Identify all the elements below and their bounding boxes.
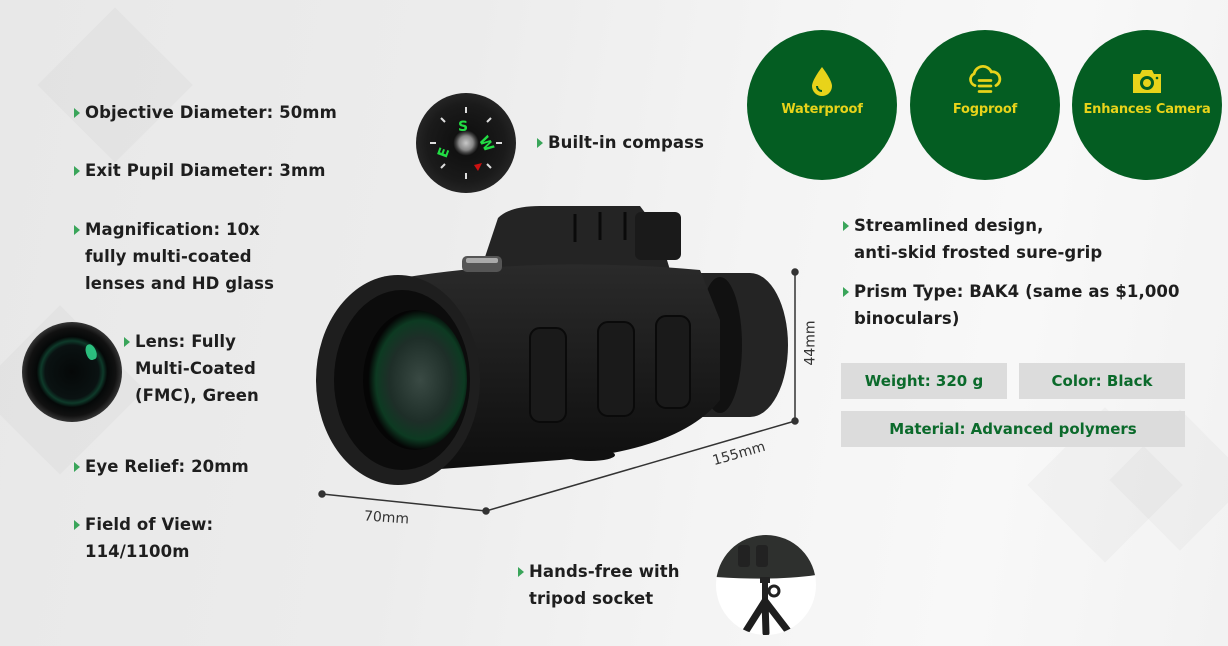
spec-exit-pupil: Exit Pupil Diameter: 3mm [74, 157, 326, 184]
spec-lens: Lens: Fully Multi-Coated (FMC), Green [124, 328, 259, 409]
chip-weight: Weight: 320 g [841, 363, 1007, 399]
feature-badge-enhances-camera: Enhances Camera [1072, 30, 1222, 180]
lens-glare [83, 342, 99, 362]
bullet-arrow-icon [74, 166, 80, 176]
bullet-arrow-icon [74, 108, 80, 118]
spec-magnification: Magnification: 10x fully multi-coated le… [74, 216, 274, 297]
bullet-arrow-icon [537, 138, 543, 148]
spec-objective-diameter: Objective Diameter: 50mm [74, 99, 337, 126]
svg-text:E: E [435, 146, 453, 160]
water-drop-icon [802, 64, 842, 98]
cloud-fog-icon [965, 64, 1005, 98]
svg-text:W: W [475, 134, 497, 155]
background-shape [37, 7, 193, 163]
feature-badge-waterproof: Waterproof [747, 30, 897, 180]
lens-thumbnail [22, 322, 122, 422]
monocular-product-image [316, 206, 799, 515]
bullet-arrow-icon [518, 567, 524, 577]
compass-thumbnail: S W E [416, 93, 516, 193]
spec-field-of-view: Field of View: 114/1100m [74, 511, 213, 565]
spec-eye-relief: Eye Relief: 20mm [74, 453, 249, 480]
dimension-height-label: 44mm [802, 320, 819, 366]
compass-dial-icon: S W E [430, 107, 502, 179]
dimension-width-label: 70mm [363, 508, 410, 528]
spec-prism-type: Prism Type: BAK4 (same as $1,000 binocul… [843, 278, 1180, 332]
tripod-icon [716, 535, 816, 635]
spec-tripod: Hands-free with tripod socket [518, 558, 680, 612]
bullet-arrow-icon [124, 337, 130, 347]
chip-material: Material: Advanced polymers [841, 411, 1185, 447]
bullet-arrow-icon [74, 462, 80, 472]
chip-color: Color: Black [1019, 363, 1185, 399]
feature-label: Fogproof [952, 102, 1018, 117]
bullet-arrow-icon [74, 225, 80, 235]
camera-icon [1127, 64, 1167, 98]
feature-badge-fogproof: Fogproof [910, 30, 1060, 180]
feature-label: Enhances Camera [1083, 102, 1211, 117]
svg-text:S: S [458, 119, 468, 135]
bullet-arrow-icon [843, 221, 849, 231]
bullet-arrow-icon [74, 520, 80, 530]
bullet-arrow-icon [843, 287, 849, 297]
feature-label: Waterproof [781, 102, 863, 117]
spec-design: Streamlined design, anti-skid frosted su… [843, 212, 1102, 266]
spec-compass: Built-in compass [537, 129, 704, 156]
tripod-thumbnail [716, 535, 816, 635]
